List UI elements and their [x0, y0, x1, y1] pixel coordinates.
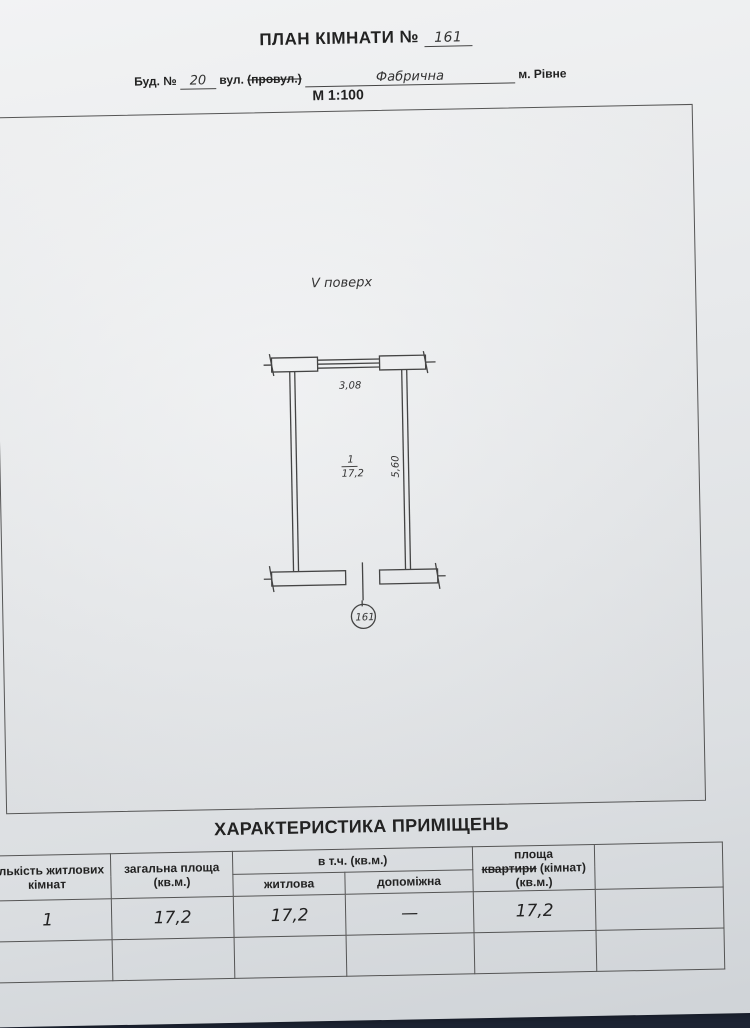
width-dimension: 3,08 — [339, 380, 361, 391]
empty-cell — [234, 935, 347, 978]
building-label: Буд. № — [134, 74, 177, 89]
header-area: площа квартири (кімнат) (кв.м.) — [472, 844, 595, 891]
value-auxiliary: — — [345, 892, 474, 935]
building-number: 20 — [180, 73, 216, 90]
apartment-label: квартири — [481, 861, 536, 876]
room-area: 17,2 — [342, 468, 364, 479]
value-area: 17,2 — [473, 889, 596, 932]
empty-cell — [346, 933, 475, 976]
value-total-area: 17,2 — [111, 896, 234, 939]
characteristics-table: кількість житлових кімнат загальна площа… — [0, 841, 725, 983]
entry-marker-label: 161 — [355, 612, 374, 623]
lane-label: (провул.) — [247, 71, 302, 86]
header-auxiliary: допоміжна — [345, 869, 473, 894]
header-total-area: загальна площа (кв.м.) — [110, 851, 233, 898]
empty-cell — [112, 937, 235, 980]
scale-label: М 1:100 — [312, 86, 364, 103]
title-text: ПЛАН КІМНАТИ № — [259, 27, 419, 49]
header-rooms-count: кількість житлових кімнат — [0, 854, 111, 901]
room-index: 1 — [347, 454, 354, 465]
characteristics-title: ХАРАКТЕРИСТИКА ПРИМІЩЕНЬ — [0, 809, 737, 844]
value-empty — [595, 887, 724, 930]
city-label: м. Рівне — [518, 66, 566, 81]
length-dimension: 5,60 — [390, 455, 401, 477]
unit-label: (кв.м.) — [515, 875, 552, 890]
header-empty — [594, 842, 723, 889]
wall-top-left — [271, 357, 317, 372]
window-line — [317, 359, 379, 360]
floor-label: V поверх — [311, 275, 372, 291]
entry-line — [362, 562, 363, 600]
header-living: житлова — [233, 872, 345, 897]
page-title: ПЛАН КІМНАТИ № 161 — [259, 26, 472, 50]
area-label: площа — [514, 847, 553, 862]
wall-bottom-left — [272, 571, 346, 586]
street-label: вул. — [219, 73, 244, 87]
wall-top-right — [379, 355, 425, 370]
value-living: 17,2 — [233, 894, 346, 937]
wall-left — [290, 372, 294, 572]
rooms-label: (кімнат) — [540, 860, 586, 875]
floor-plan: 3,08 5,60 1 17,2 161 — [259, 349, 455, 643]
value-rooms-count: 1 — [0, 899, 112, 942]
wall-right — [402, 370, 406, 570]
wall-bottom-right — [380, 569, 438, 584]
empty-cell — [474, 930, 597, 973]
street-name: Фабрична — [305, 67, 515, 87]
empty-cell — [596, 928, 725, 971]
empty-cell — [0, 940, 113, 983]
room-number: 161 — [424, 29, 472, 47]
